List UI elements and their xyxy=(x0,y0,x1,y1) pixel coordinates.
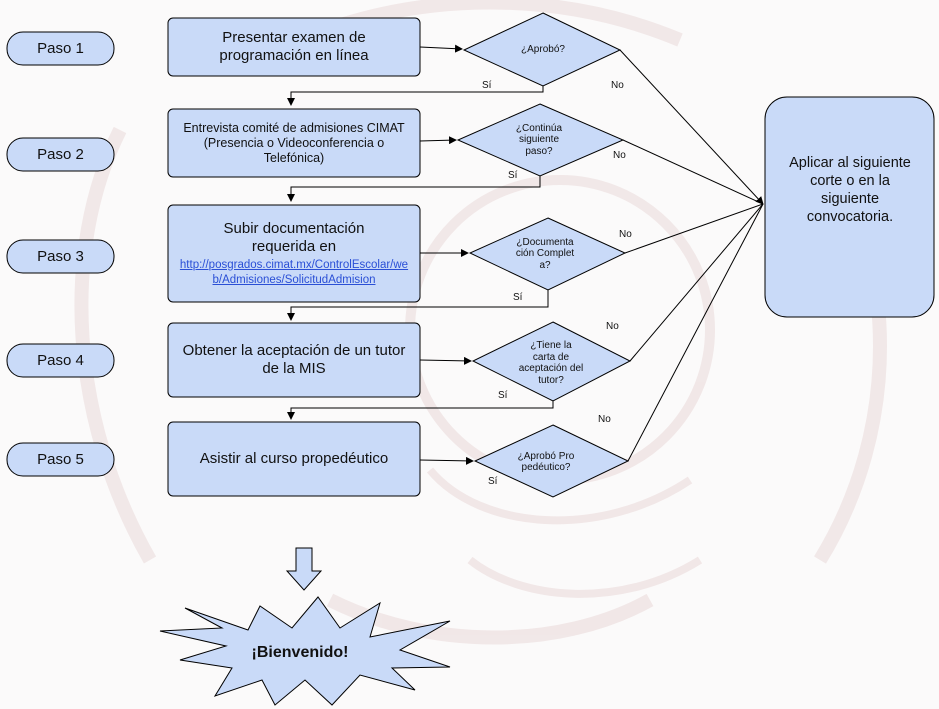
final-box-text: Aplicar al siguiente corte o en la sigui… xyxy=(789,154,911,226)
yes-label-1: Sí xyxy=(482,80,492,91)
decision-text-3: ¿Documentación Completa? xyxy=(515,236,575,271)
yes-label-2: Sí xyxy=(508,170,518,181)
yes-label-3: Sí xyxy=(513,292,523,303)
decision-text-2: ¿Continúa siguiente paso? xyxy=(515,122,563,157)
step-pill-3 xyxy=(6,239,115,274)
no-label-1: No xyxy=(611,80,624,91)
down-arrow-icon xyxy=(285,547,323,591)
document-upload-link[interactable]: http://posgrados.cimat.mx/ControlEscolar… xyxy=(179,258,409,286)
process-text-1: Presentar examen de programación en líne… xyxy=(219,29,369,64)
decision-text-5: ¿Aprobó Propedéutico? xyxy=(517,450,575,474)
no-label-5: No xyxy=(598,414,611,425)
process-box-5 xyxy=(167,421,421,497)
process-box-2 xyxy=(167,108,421,178)
no-label-2: No xyxy=(613,150,626,161)
decision-text-4: ¿Tiene la carta de aceptación del tutor? xyxy=(518,340,584,386)
connector-arrows xyxy=(287,44,764,465)
yes-label-4: Sí xyxy=(498,390,508,401)
step-pill-2 xyxy=(6,137,115,172)
step-label-4: Paso 4 xyxy=(37,351,84,369)
final-box xyxy=(764,96,935,318)
process-text-3: Subir documentación requerida en http://… xyxy=(176,207,412,300)
decision-text-1: ¿Aprobó? xyxy=(521,44,565,56)
process-text-2: Entrevista comité de admisiones CIMAT (P… xyxy=(183,120,405,165)
process-text-5: Asistir al curso propedéutico xyxy=(199,450,389,467)
no-label-4: No xyxy=(606,321,619,332)
welcome-burst xyxy=(159,596,451,706)
welcome-text: ¡Bienvenido! xyxy=(251,644,349,662)
decision-diamond-5 xyxy=(473,424,630,498)
step-label-2: Paso 2 xyxy=(37,145,84,163)
no-label-3: No xyxy=(619,229,632,240)
step-pill-1 xyxy=(6,31,115,66)
process-text-3-label: Subir documentación requerida en xyxy=(223,219,365,255)
yes-label-5: Sí xyxy=(488,476,498,487)
step-label-5: Paso 5 xyxy=(37,450,84,468)
step-label-1: Paso 1 xyxy=(37,39,84,57)
process-text-4: Obtener la aceptación de un tutor de la … xyxy=(182,342,406,377)
step-pill-4 xyxy=(6,343,115,378)
step-pill-5 xyxy=(6,442,115,477)
watermark-emblem xyxy=(74,0,887,645)
step-label-3: Paso 3 xyxy=(37,247,84,265)
